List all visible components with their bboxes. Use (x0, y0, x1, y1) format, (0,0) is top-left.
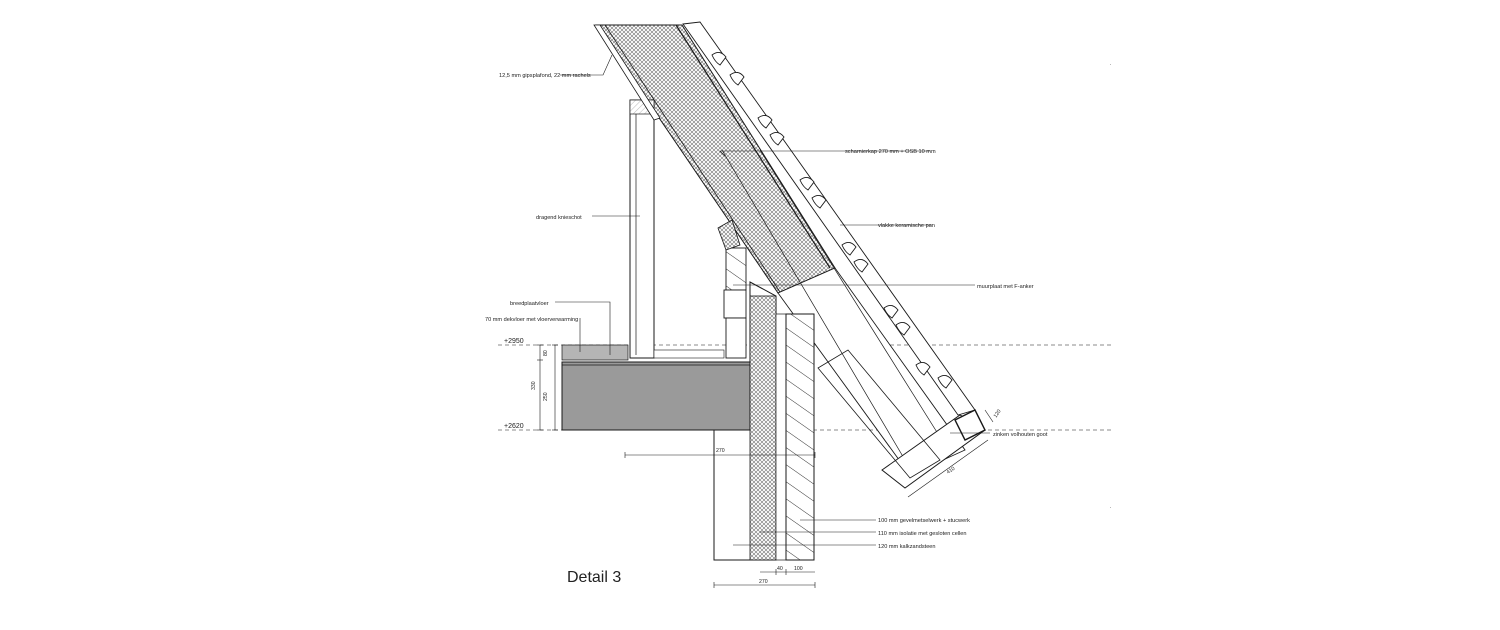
page-mark-bottom: . (1110, 504, 1111, 510)
label-roof-tile: vlakke keramische pan (878, 223, 935, 229)
wall-plate-wedge (717, 219, 741, 251)
dim-330: 330 (531, 381, 537, 390)
screed-layer (561, 344, 629, 361)
floor-slab (561, 361, 751, 431)
insulation-cavity (775, 313, 787, 561)
dim-250: 250 (543, 392, 549, 401)
level-lower: +2620 (504, 423, 524, 430)
label-insulation: 110 mm isolatie met gesloten cellen (878, 531, 967, 537)
label-knee-wall: dragend knieschot (536, 215, 582, 221)
rafter-diagonal-2 (759, 149, 946, 446)
label-wall-plate: muurplaat met F-anker (977, 284, 1034, 290)
dim-80: 80 (543, 350, 549, 356)
screed-right (653, 349, 725, 359)
label-facade-brick: 100 mm gevelmetselwerk + stucwerk (878, 518, 970, 524)
facade-brick (785, 313, 815, 561)
roof-inner-line (604, 24, 781, 293)
leader-lines (555, 54, 990, 546)
detail-caption: Detail 3 (567, 569, 621, 586)
wall-plate-block-3 (725, 317, 747, 359)
label-roof-element: scharnierkap 270 mm + OSB 10 mm (845, 149, 936, 155)
dim-270-top: 270 (716, 448, 725, 454)
rafter-diagonal-1 (721, 149, 906, 461)
label-sand-lime: 120 mm kalkzandsteen (878, 544, 936, 550)
dim-120: 120 (993, 409, 1003, 420)
knee-wall (629, 99, 655, 359)
soffit-frame (817, 349, 941, 479)
gutter-inner (954, 409, 986, 441)
wall-plate-block-2 (723, 289, 747, 319)
roof-osb-board (675, 24, 831, 269)
dim-100: 100 (794, 566, 803, 572)
level-upper: +2950 (504, 338, 524, 345)
label-gutter: zinken volhouten goot (993, 432, 1048, 438)
wall-plate-block-1 (725, 247, 747, 291)
rafter-extension (777, 267, 966, 476)
dim-410: 410 (946, 466, 957, 476)
sand-lime-fill (749, 295, 777, 561)
ceiling-strip (593, 24, 661, 121)
page-mark-top: . (1110, 61, 1111, 67)
dim-270-bottom: 270 (759, 579, 768, 585)
label-ceiling: 12,5 mm gipsplafond, 22 mm rachels (499, 73, 591, 79)
dim-40: 40 (777, 566, 783, 572)
label-screed: 70 mm dekvloer met vloerverwarming (485, 317, 578, 323)
label-floor-slab: breedplaatvloer (510, 301, 549, 307)
dimension-lines (537, 344, 994, 588)
